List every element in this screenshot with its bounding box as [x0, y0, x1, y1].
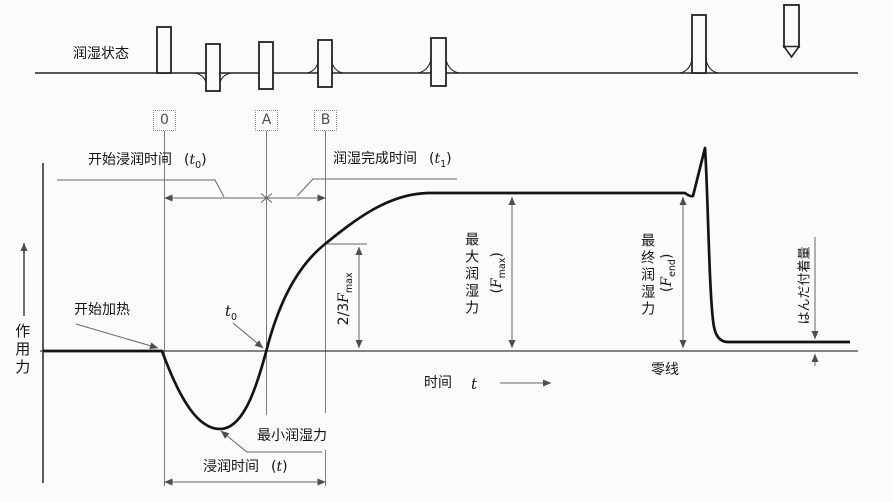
reference-lines — [164, 131, 326, 486]
specimen-icon-neutral — [258, 41, 274, 90]
marker-b-label: B — [320, 112, 331, 128]
wetting-state-label: 润湿状态 — [73, 46, 129, 62]
annotation-lines — [57, 178, 819, 486]
force-axis-label: 作用力 — [13, 323, 32, 377]
wetting-complete-time-label: 润湿完成时间(t1) — [333, 151, 452, 170]
specimen-icon-above-bath — [156, 26, 172, 74]
start-heating-label: 开始加热 — [74, 302, 130, 318]
zero-line-label: 零线 — [651, 362, 679, 378]
end-wetting-force-symbol: (Fend) — [659, 253, 678, 293]
two-thirds-fmax-label: 2/3Fmax — [336, 272, 355, 326]
specimen-icon-withdrawn-fillet — [678, 14, 720, 74]
end-wetting-force-label: 最终润湿力 — [639, 233, 656, 318]
specimen-icon-wetting — [417, 37, 460, 87]
marker-a: A — [255, 110, 278, 131]
start-immersion-time-label: 开始浸润时间(t0) — [88, 152, 207, 171]
marker-0: 0 — [153, 110, 176, 131]
specimen-icon-nonwetting — [194, 43, 232, 92]
max-wetting-force-symbol: (Fmax) — [489, 252, 508, 294]
max-wetting-force-label: 最大润湿力 — [463, 232, 480, 317]
specimen-icon-solder-drop — [782, 4, 801, 59]
specimen-icon-wetting-start — [306, 39, 344, 88]
min-wetting-force-label: 最小润湿力 — [257, 428, 327, 445]
marker-b: B — [314, 110, 337, 131]
time-axis-var: t — [471, 375, 478, 393]
time-axis-label: 时间 — [424, 375, 452, 391]
immersion-time-label: 浸润时间(t) — [203, 459, 288, 476]
wetting-force-curve — [43, 146, 850, 431]
solder-adhesion-label: はんだ付着量 — [797, 246, 813, 325]
specimen-timeline — [35, 4, 858, 92]
t0-point-label: t0 — [225, 302, 238, 323]
marker-0-label: 0 — [160, 112, 169, 128]
marker-a-label: A — [261, 112, 272, 128]
